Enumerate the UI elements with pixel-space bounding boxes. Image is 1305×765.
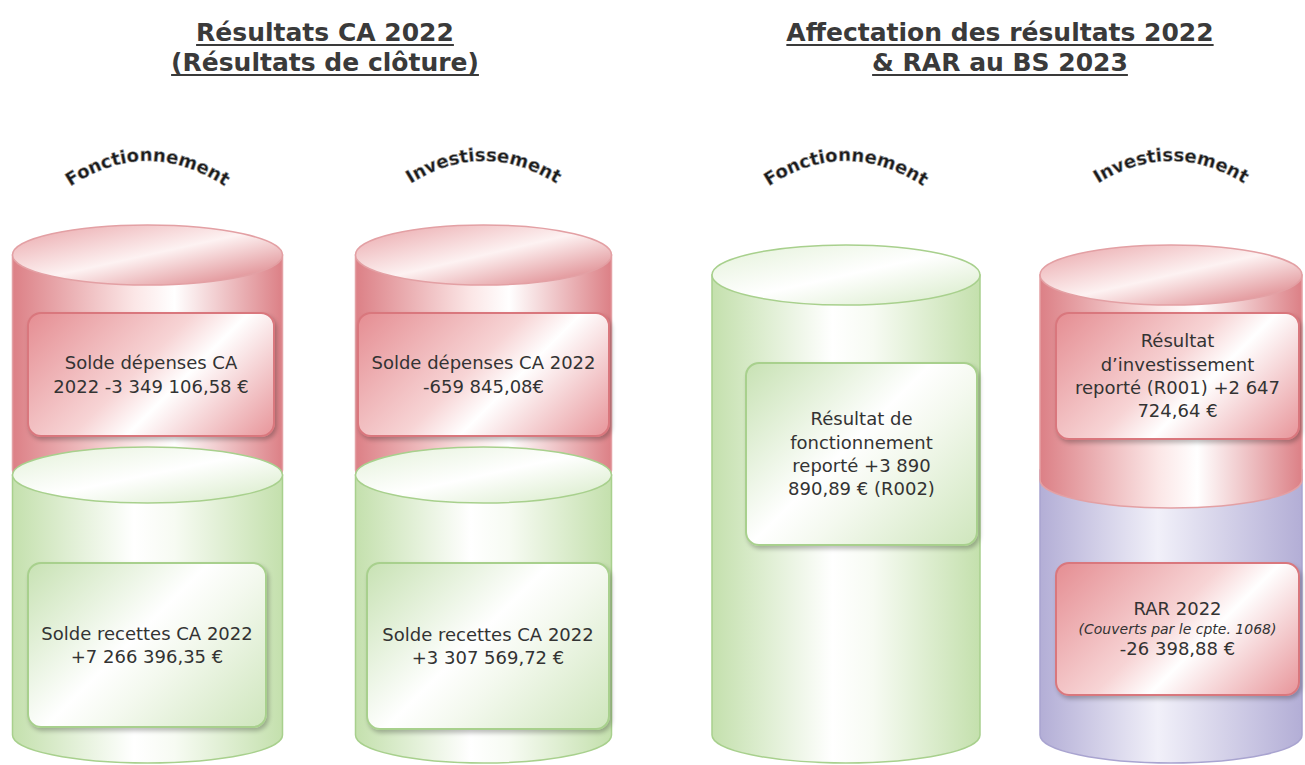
box-text: RAR 2022: [1133, 597, 1221, 620]
column-heading-text: Investissement: [1089, 144, 1253, 187]
green-box: Solde recettes CA 2022 +3 307 569,72 €: [366, 562, 610, 730]
red-box: Résultat d’investissement reporté (R001)…: [1055, 312, 1300, 440]
column-heading: Fonctionnement: [760, 144, 933, 190]
red-box: Solde dépenses CA 2022 -659 845,08€: [357, 312, 610, 437]
column-heading-text: Fonctionnement: [760, 144, 933, 190]
box-text: (Couverts par le cpte. 1068): [1079, 621, 1277, 638]
box-text: Solde recettes CA 2022 +3 307 569,72 €: [380, 623, 596, 670]
box-text: Solde dépenses CA 2022 -659 845,08€: [371, 351, 596, 398]
purple-cylinder: [1040, 470, 1302, 763]
box-text: Résultat de fonctionnement reporté +3 89…: [759, 407, 964, 501]
column-heading: Fonctionnement: [61, 144, 234, 190]
column-heading: Investissement: [402, 144, 566, 187]
purple-box: RAR 2022(Couverts par le cpte. 1068)-26 …: [1055, 562, 1300, 696]
column-heading-text: Investissement: [402, 144, 566, 187]
section-title: Résultats CA 2022 (Résultats de clôture): [125, 18, 525, 78]
green-box: Solde recettes CA 2022 +7 266 396,35 €: [27, 562, 267, 728]
red-box: Solde dépenses CA 2022 -3 349 106,58 €: [27, 312, 275, 437]
green-cylinder: [356, 447, 612, 763]
box-text: Solde dépenses CA 2022 -3 349 106,58 €: [41, 351, 261, 398]
column-heading: Investissement: [1089, 144, 1253, 187]
section-title: Affectation des résultats 2022 & RAR au …: [775, 18, 1225, 78]
column-heading-text: Fonctionnement: [61, 144, 234, 190]
box-text: -26 398,88 €: [1120, 637, 1235, 660]
green-cylinder: [712, 245, 980, 763]
red-cylinder: [1040, 245, 1302, 508]
green-cylinder: [13, 447, 283, 763]
box-text: Solde recettes CA 2022 +7 266 396,35 €: [41, 622, 253, 669]
green-box: Résultat de fonctionnement reporté +3 89…: [745, 362, 978, 546]
box-text: Résultat d’investissement reporté (R001)…: [1069, 329, 1286, 423]
